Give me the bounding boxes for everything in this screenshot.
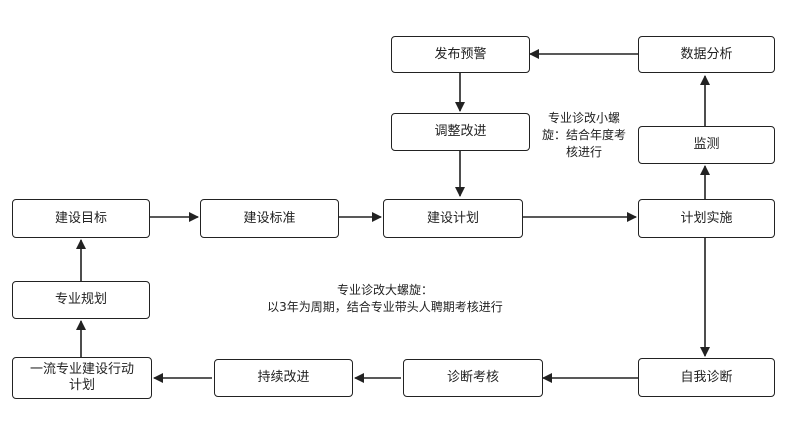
node-self-diagnosis: 自我诊断 <box>638 358 775 397</box>
node-diagnose-assess: 诊断考核 <box>403 359 543 397</box>
node-first-class-plan: 一流专业建设行动计划 <box>12 357 152 399</box>
node-build-standard: 建设标准 <box>200 199 339 238</box>
node-monitor: 监测 <box>638 126 775 164</box>
node-continuous-improve: 持续改进 <box>214 359 353 397</box>
note-small-spiral: 专业诊改小螺旋：结合年度考核进行 <box>541 111 626 159</box>
note-big-spiral-line2: 以3年为周期，结合专业带头人聘期考核进行 <box>267 300 503 314</box>
note-big-spiral: 专业诊改大螺旋： 以3年为周期，结合专业带头人聘期考核进行 <box>190 282 580 316</box>
node-build-plan: 建设计划 <box>383 199 523 238</box>
node-adjust-improve: 调整改进 <box>391 113 530 151</box>
node-major-planning: 专业规划 <box>12 281 150 319</box>
node-data-analysis: 数据分析 <box>638 36 775 73</box>
node-build-goal: 建设目标 <box>12 199 150 238</box>
node-publish-warning: 发布预警 <box>391 36 530 73</box>
note-big-spiral-line1: 专业诊改大螺旋： <box>336 283 433 297</box>
node-plan-implement: 计划实施 <box>638 199 775 238</box>
